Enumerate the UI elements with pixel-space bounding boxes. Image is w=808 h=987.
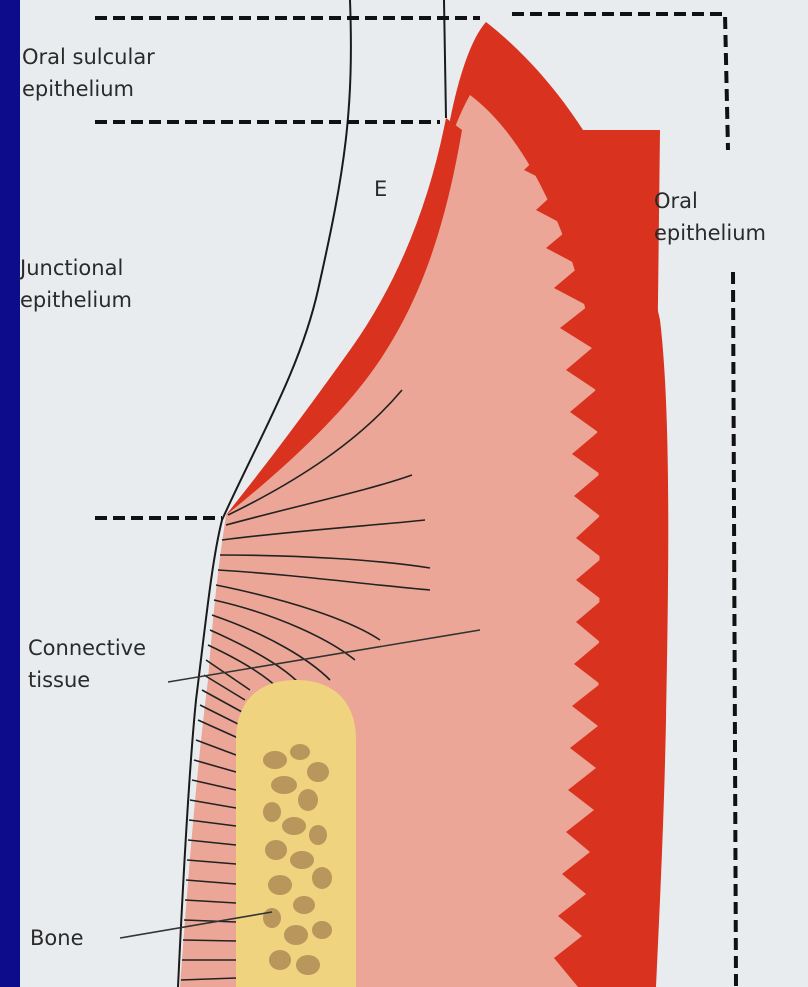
label-junctional-line2: epithelium [20,288,132,312]
label-oral-epithelium-line2: epithelium [654,221,766,245]
label-junctional-line1: Junctional [18,256,123,280]
label-oral-sulcular-line2: epithelium [22,77,134,101]
label-oral-sulcular-line1: Oral sulcular [22,45,155,69]
label-oral-epithelium-line1: Oral [654,189,698,213]
label-connective-line2: tissue [28,668,90,692]
label-connective-line1: Connective [28,636,146,660]
label-enamel: E [374,177,387,201]
label-bone: Bone [30,926,83,950]
